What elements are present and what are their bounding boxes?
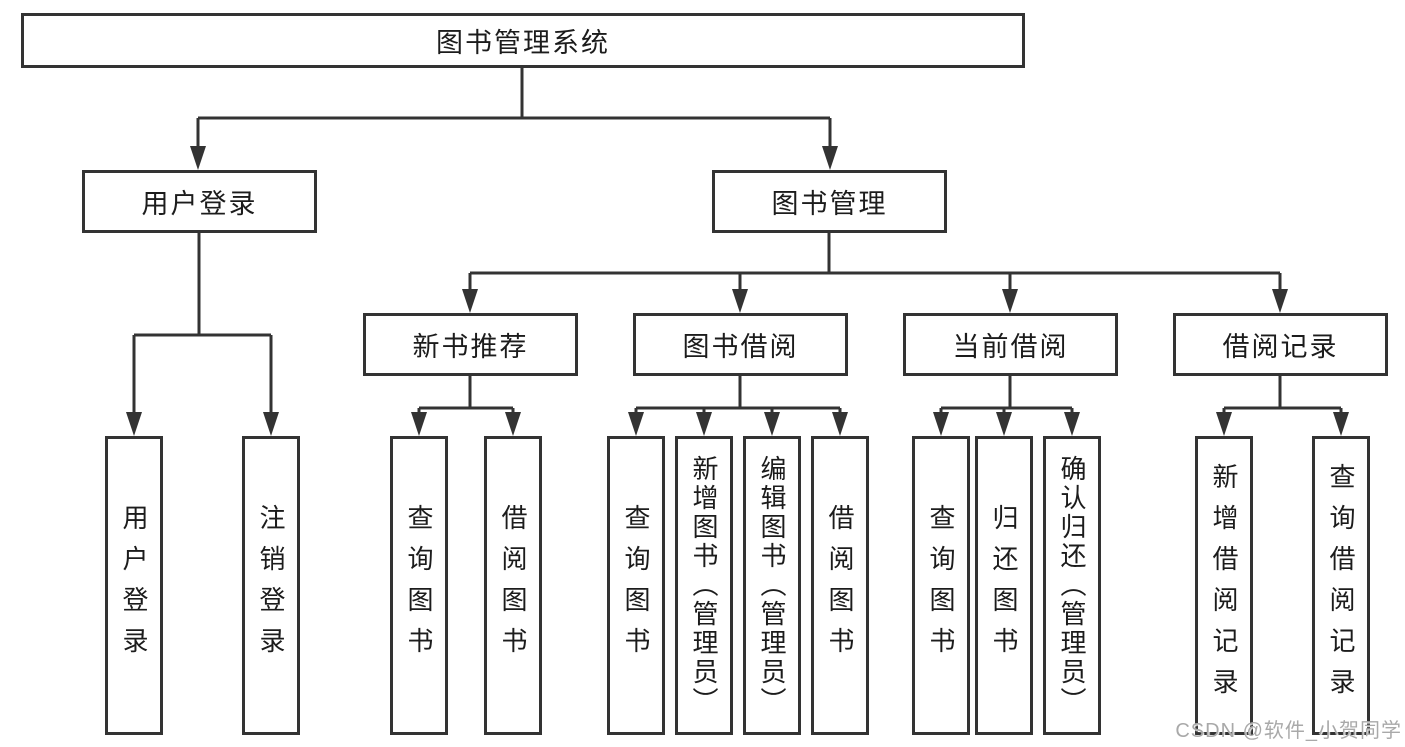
connector-path (417, 376, 515, 414)
node-label: 查询借阅记录 (1326, 462, 1356, 709)
node-leaf-bb-edit-book: 编辑图书（管理员） (743, 436, 801, 735)
watermark: CSDN @软件_小贺同学 (1175, 720, 1402, 742)
node-book-management: 图书管理 (712, 170, 947, 233)
arrowhead-down-icon (462, 289, 478, 313)
arrowhead-down-icon (764, 412, 780, 436)
arrowhead-down-icon (505, 412, 521, 436)
node-label: 新增借阅记录 (1209, 462, 1239, 709)
arrowhead-down-icon (832, 412, 848, 436)
connector-book-borrow (628, 376, 848, 436)
node-root: 图书管理系统 (21, 13, 1025, 68)
node-book-borrow: 图书借阅 (633, 313, 848, 376)
node-label: 借阅图书 (498, 503, 528, 668)
node-label: 查询图书 (926, 503, 956, 668)
connector-book-management (462, 233, 1288, 313)
node-label: 注销登录 (256, 503, 286, 668)
node-label: 编辑图书（管理员） (757, 455, 787, 716)
node-label: 借阅图书 (825, 503, 855, 668)
arrowhead-down-icon (696, 412, 712, 436)
arrowhead-down-icon (732, 289, 748, 313)
connector-borrow-record (1216, 376, 1349, 436)
node-label: 当前借阅 (952, 332, 1069, 362)
arrowhead-down-icon (628, 412, 644, 436)
arrowhead-down-icon (996, 412, 1012, 436)
connector-path (196, 68, 832, 150)
connector-root (190, 68, 838, 170)
node-leaf-user-login: 用户登录 (105, 436, 163, 735)
node-leaf-cb-return-book: 归还图书 (975, 436, 1033, 735)
node-leaf-nb-query-book: 查询图书 (390, 436, 448, 735)
node-borrow-record: 借阅记录 (1173, 313, 1388, 376)
node-current-borrow: 当前借阅 (903, 313, 1118, 376)
node-leaf-br-query-record: 查询借阅记录 (1312, 436, 1370, 735)
node-label: 确认归还（管理员） (1057, 455, 1087, 716)
node-leaf-cb-confirm-return: 确认归还（管理员） (1043, 436, 1101, 735)
node-label: 查询图书 (404, 503, 434, 668)
connector-new-book-rec (411, 376, 521, 436)
node-label: 新增图书（管理员） (689, 455, 719, 716)
node-label: 归还图书 (989, 503, 1019, 668)
node-label: 查询图书 (621, 503, 651, 668)
node-label: 图书借阅 (682, 332, 799, 362)
arrowhead-down-icon (1272, 289, 1288, 313)
arrowhead-down-icon (1064, 412, 1080, 436)
arrowhead-down-icon (263, 412, 279, 436)
arrowhead-down-icon (1333, 412, 1349, 436)
arrowhead-down-icon (411, 412, 427, 436)
arrowhead-down-icon (126, 412, 142, 436)
node-new-book-rec: 新书推荐 (363, 313, 578, 376)
connector-path (939, 376, 1074, 414)
arrowhead-down-icon (933, 412, 949, 436)
connector-path (1222, 376, 1343, 414)
node-label: 借阅记录 (1222, 332, 1339, 362)
node-user-login: 用户登录 (82, 170, 317, 233)
connector-path (132, 233, 273, 414)
arrowhead-down-icon (1002, 289, 1018, 313)
arrowhead-down-icon (1216, 412, 1232, 436)
node-label: 图书管理系统 (436, 28, 610, 58)
connector-path (468, 233, 1282, 292)
node-leaf-bb-query-book: 查询图书 (607, 436, 665, 735)
node-label: 用户登录 (141, 189, 258, 219)
node-label: 用户登录 (119, 503, 149, 668)
node-leaf-logout: 注销登录 (242, 436, 300, 735)
node-leaf-bb-borrow-book: 借阅图书 (811, 436, 869, 735)
node-label: 图书管理 (771, 189, 888, 219)
connector-path (634, 376, 842, 414)
connector-current-borrow (933, 376, 1080, 436)
node-leaf-cb-query-book: 查询图书 (912, 436, 970, 735)
arrowhead-down-icon (190, 146, 206, 170)
node-leaf-br-add-record: 新增借阅记录 (1195, 436, 1253, 735)
node-leaf-nb-borrow-book: 借阅图书 (484, 436, 542, 735)
node-label: 新书推荐 (412, 332, 529, 362)
node-leaf-bb-add-book: 新增图书（管理员） (675, 436, 733, 735)
arrowhead-down-icon (822, 146, 838, 170)
connector-user-login (126, 233, 279, 436)
